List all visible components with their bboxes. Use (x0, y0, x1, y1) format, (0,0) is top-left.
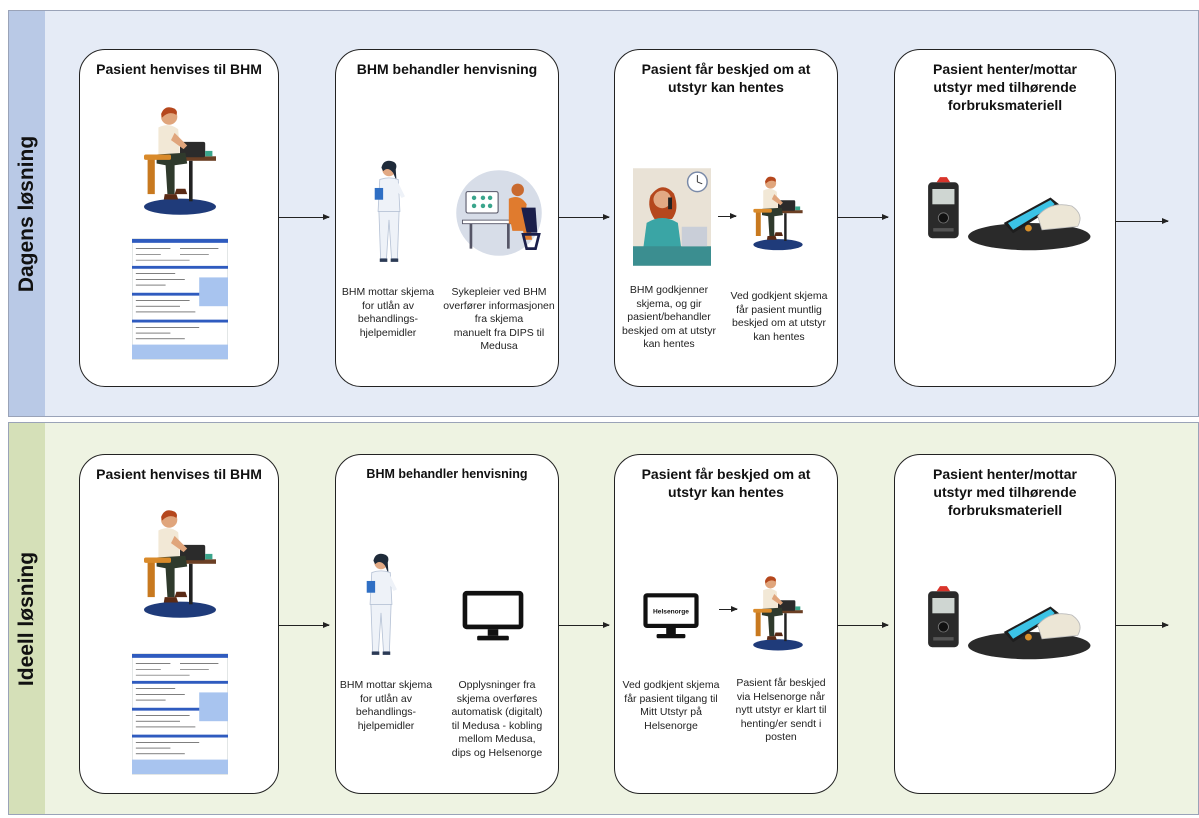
step-processing: BHM behandler henvisning BHM mottar skje… (335, 49, 559, 387)
step-pickup: Pasient henter/mottar utstyr med tilhøre… (894, 454, 1116, 794)
flow-arrow (1116, 218, 1169, 224)
step-title: Pasient henter/mottar utstyr med tilhøre… (933, 466, 1077, 518)
flow-arrow (279, 214, 330, 220)
step-title: Pasient henter/mottar utstyr med tilhøre… (933, 61, 1077, 113)
step-caption: Sykepleier ved BHM overfører informasjon… (443, 286, 555, 352)
step-title: Pasient henvises til BHM (96, 466, 262, 482)
step-caption: BHM godkjenner skjema, og gir pasient/be… (622, 284, 716, 350)
step-notification: Pasient får beskjed om at utstyr kan hen… (614, 454, 838, 794)
person-at-laptop-icon (747, 172, 809, 252)
receptionist-phone-icon (633, 168, 711, 266)
step-title: Pasient henvises til BHM (96, 61, 262, 77)
step-pickup: Pasient henter/mottar utstyr med tilhøre… (894, 49, 1116, 387)
form-document-icon (132, 238, 228, 360)
lane-title: Ideell løsning (15, 551, 38, 686)
step-title: BHM behandler henvisning (366, 467, 528, 481)
step-referral: Pasient henvises til BHM (79, 49, 279, 387)
inner-arrow (719, 606, 738, 612)
step-caption: Ved godkjent skjema får pasient muntlig … (730, 290, 828, 343)
step-caption: Opplysninger fra skjema overføres automa… (451, 679, 543, 759)
step-processing: BHM behandler henvisning BHM mottar skje… (335, 454, 559, 794)
step-title: Pasient får beskjed om at utstyr kan hen… (641, 466, 811, 500)
step-caption: Pasient får beskjed via Helsenorge når n… (735, 677, 827, 743)
step-referral: Pasient henvises til BHM (79, 454, 279, 794)
nurse-icon (360, 551, 402, 663)
step-title: Pasient får beskjed om at utstyr kan hen… (641, 61, 811, 95)
step-caption: Ved godkjent skjema får pasient tilgang … (622, 679, 720, 732)
step-notification: Pasient får beskjed om at utstyr kan hen… (614, 49, 838, 387)
lane-label-band: Ideell løsning (9, 423, 45, 814)
step-title: BHM behandler henvisning (356, 61, 538, 77)
flow-arrow (559, 214, 610, 220)
step-caption: BHM mottar skjema for utlån av behandlin… (341, 286, 435, 339)
flow-arrow (838, 622, 889, 628)
step-caption: BHM mottar skjema for utlån av behandlin… (339, 679, 433, 732)
person-at-laptop-icon (747, 567, 809, 657)
nurse-icon (368, 158, 410, 270)
lane-title: Dagens løsning (15, 135, 38, 292)
lane-label-band: Dagens løsning (9, 11, 45, 416)
cpap-device-icon (923, 172, 1093, 257)
monitor-icon (460, 589, 526, 643)
cpap-device-icon (923, 581, 1093, 666)
flow-arrow (279, 622, 330, 628)
person-at-laptop-icon (135, 503, 225, 621)
person-at-laptop-icon (135, 100, 225, 218)
office-worker-icon (450, 168, 548, 258)
flow-arrow (1116, 622, 1169, 628)
monitor-icon: Helsenorge (641, 589, 701, 643)
flow-arrow (838, 214, 889, 220)
screen-text: Helsenorge (653, 609, 689, 616)
flow-arrow (559, 622, 610, 628)
form-document-icon (132, 653, 228, 775)
inner-arrow (718, 213, 737, 219)
